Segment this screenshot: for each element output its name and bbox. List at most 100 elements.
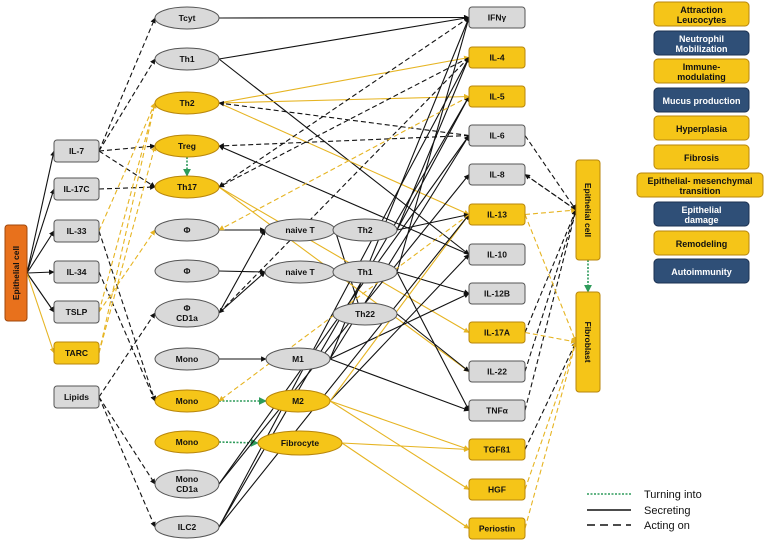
node-naive_t2: naive T (264, 260, 336, 284)
node-fibroblast: Fibroblast (575, 291, 601, 393)
node-shape-il5 (468, 85, 526, 108)
node-label-il33: IL-33 (67, 226, 87, 236)
node-shape-ifng (468, 6, 526, 29)
node-label-tarc: TARC (65, 348, 88, 358)
edge-th2_e-to-il5 (218, 93, 470, 104)
node-label-treg: Treg (178, 141, 196, 151)
node-label-lipids: Lipids (64, 392, 89, 402)
node-epithelial_cell_left: Epithelial cell (4, 224, 28, 322)
edge-epithelial_cell_left-to-il34 (26, 269, 55, 275)
node-shape-th1_r (332, 260, 398, 284)
node-shape-mono_cd1a (154, 469, 220, 499)
node-m1: M1 (265, 347, 331, 371)
edge-il7-to-th1_e (98, 58, 156, 152)
node-shape-phi1 (154, 218, 220, 242)
node-label-phi1: Φ (184, 225, 191, 235)
node-shape-il10 (468, 243, 526, 266)
node-shape-il17c (53, 177, 100, 201)
node-shape-ilc2 (154, 515, 220, 539)
edge-th17-to-il17a (218, 186, 470, 333)
edge-il7-to-tcyt (98, 17, 156, 152)
node-treg: Treg (154, 134, 220, 158)
category-label-1-line2: Mobilization (676, 44, 728, 54)
node-shape-th2_e (154, 91, 220, 115)
node-tslp: TSLP (53, 300, 100, 324)
node-label-th2_e: Th2 (179, 98, 194, 108)
edge-il6-to-epithelial_cell_right (524, 135, 577, 211)
node-label-il17a: IL-17A (484, 328, 510, 338)
edge-m1-to-il12b (329, 293, 470, 360)
edge-epithelial_cell_left-to-tarc (26, 272, 56, 354)
edge-il6-to-th2_e (218, 100, 470, 137)
node-il8: IL-8 (468, 163, 526, 186)
category-3: Mucus production (653, 87, 750, 113)
edge-il17a-to-fibroblast (524, 331, 577, 344)
edge-lipids-to-ilc2 (98, 396, 156, 528)
edge-m2-to-il13 (329, 214, 470, 402)
category-label-3-line1: Mucus production (663, 96, 741, 106)
category-label-7-line2: damage (684, 215, 718, 225)
category-label-2-line1: Immune- (683, 62, 721, 72)
node-th17: Th17 (154, 175, 220, 199)
node-label-naive_t1: naive T (285, 225, 315, 235)
node-label-mono_y2: Mono (176, 437, 199, 447)
edge-il4-to-phi_cd1a (218, 57, 470, 314)
edge-il5-to-phi1 (218, 96, 470, 231)
edge-m1-to-il6 (329, 135, 470, 360)
category-4: Hyperplasia (653, 115, 750, 141)
edge-ifng-to-th17 (218, 17, 470, 188)
edge-il13-to-epithelial_cell_right (524, 207, 577, 216)
node-label-mono_cd1a_2: CD1a (176, 484, 198, 494)
node-il17c: IL-17C (53, 177, 100, 201)
category-box-0 (653, 1, 750, 27)
category-box-5 (653, 144, 750, 170)
node-shape-hgf (468, 478, 526, 501)
edge-epithelial_cell_left-to-il33 (26, 230, 55, 274)
node-phi1: Φ (154, 218, 220, 242)
node-shape-il8 (468, 163, 526, 186)
node-label-fibrocyte: Fibrocyte (281, 438, 320, 448)
node-phi2: Φ (154, 259, 220, 283)
node-shape-il4 (468, 46, 526, 69)
node-label-epithelial_cell_right: Epithelial cell (583, 183, 593, 237)
node-shape-epithelial_cell_right (575, 159, 601, 261)
edge-th2_e-to-il4 (218, 55, 470, 104)
node-label-th1_r: Th1 (357, 267, 372, 277)
edge-epithelial_cell_left-to-tslp (26, 272, 55, 313)
node-shape-fibroblast (575, 291, 601, 393)
node-shape-fibrocyte (257, 430, 343, 456)
legend-acting-label: Acting on (644, 520, 690, 532)
edge-th2_r-to-il5 (396, 96, 470, 231)
edge-epithelial_cell_left-to-il7 (26, 150, 56, 274)
edge-ilc2-to-il4 (218, 57, 470, 528)
node-shape-th2_r (332, 218, 398, 242)
node-m2: M2 (265, 389, 331, 413)
node-shape-il22 (468, 360, 526, 383)
node-tnfa: TNFα (468, 399, 526, 422)
node-label-mono_y1: Mono (176, 396, 199, 406)
node-label-mono_gray: Mono (176, 354, 199, 364)
edge-m2-to-il10 (329, 254, 470, 402)
category-box-8 (653, 230, 750, 256)
category-8: Remodeling (653, 230, 750, 256)
node-mono_y1: Mono (154, 389, 220, 413)
node-shape-tcyt (154, 6, 220, 30)
node-shape-il6 (468, 124, 526, 147)
category-box-4 (653, 115, 750, 141)
node-shape-il13 (468, 203, 526, 226)
node-hgf: HGF (468, 478, 526, 501)
edge-il34-to-mono_y1 (98, 271, 156, 402)
category-box-1 (653, 30, 750, 56)
edge-tarc-to-treg (98, 145, 157, 354)
category-2: Immune-modulating (653, 58, 750, 84)
category-label-6-line2: transition (679, 186, 720, 196)
node-shape-tslp (53, 300, 100, 324)
node-label-m1: M1 (292, 354, 304, 364)
node-label-ifng: IFNγ (488, 13, 507, 23)
node-label-phi2: Φ (184, 266, 191, 276)
legend-turning-label: Turning into (644, 489, 702, 501)
edge-il17a-to-epithelial_cell_right (524, 209, 577, 333)
